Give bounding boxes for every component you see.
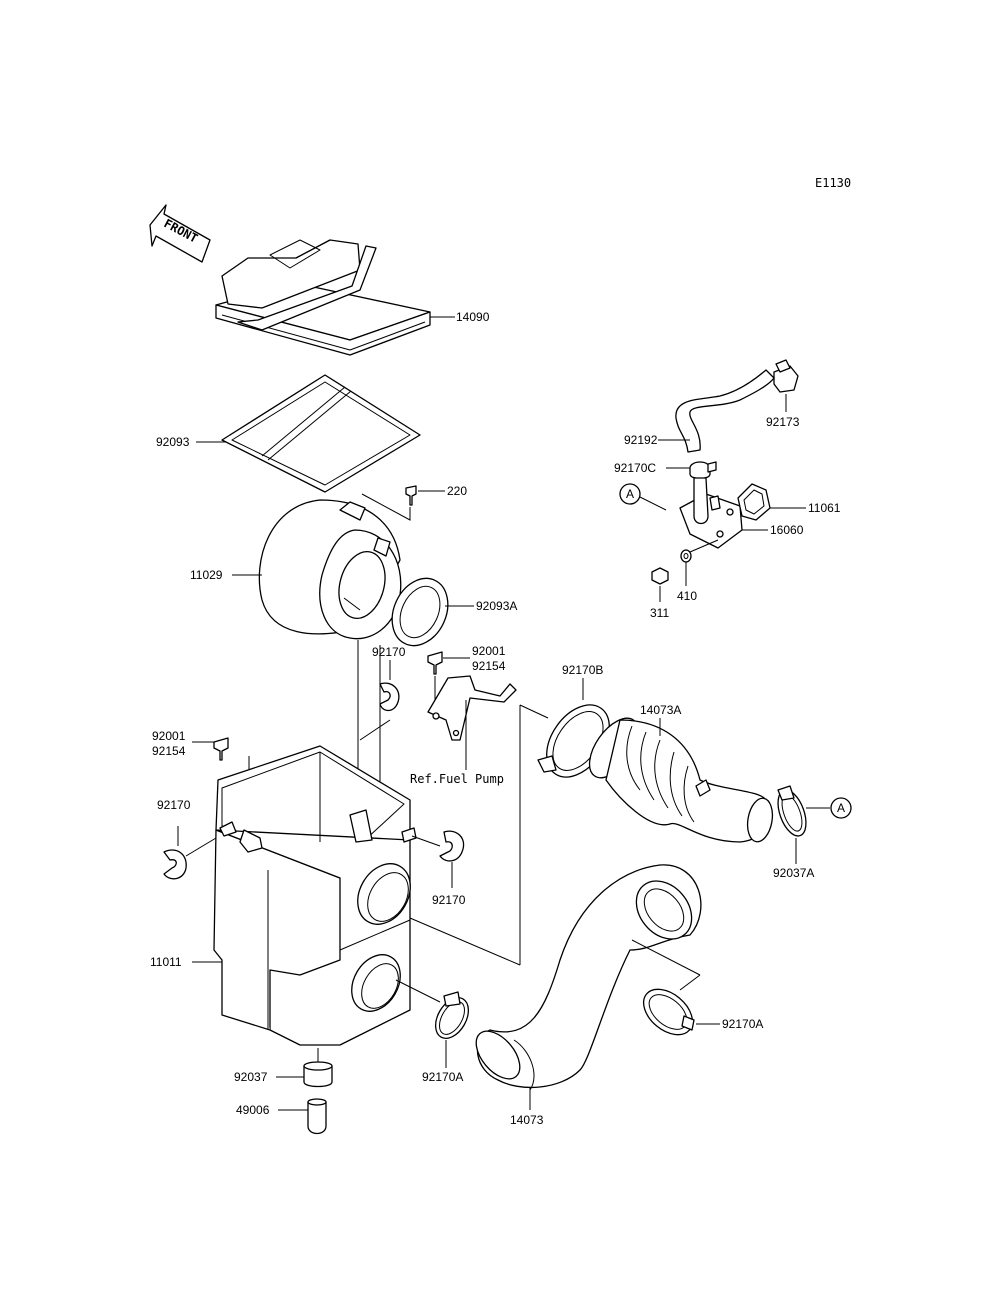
- ref-fuel-pump-label: Ref.Fuel Pump: [410, 772, 504, 786]
- duct-14073A-part: [588, 717, 774, 843]
- callout-92001-right: 92001: [472, 644, 506, 658]
- clip-92170-left-part: [163, 849, 187, 880]
- callout-16060: 16060: [770, 523, 804, 537]
- cap-92037-part: [303, 1061, 333, 1088]
- bolt-92001-left-part: [213, 737, 229, 761]
- callout-311: 311: [650, 606, 669, 620]
- callout-11029: 11029: [190, 568, 223, 582]
- svg-text:A: A: [837, 801, 845, 815]
- gasket-11061-part: [737, 483, 771, 521]
- tube-49006-part: [307, 1098, 327, 1135]
- callout-92093A: 92093A: [476, 599, 517, 613]
- callout-410: 410: [677, 589, 697, 603]
- clip-92170C-part: [689, 461, 717, 480]
- callout-92192: 92192: [624, 433, 658, 447]
- clip-92170-right-part: [439, 830, 465, 862]
- screw-220-part: [405, 485, 417, 506]
- callout-92093: 92093: [156, 435, 190, 449]
- callout-92170-left: 92170: [157, 798, 191, 812]
- callout-14090: 14090: [456, 310, 490, 324]
- front-arrow-icon: FRONT: [149, 204, 211, 263]
- callout-11061: 11061: [808, 501, 841, 515]
- marker-a-right: A: [830, 797, 852, 819]
- callout-92170-right: 92170: [432, 893, 466, 907]
- callout-92170B: 92170B: [562, 663, 603, 677]
- callout-92173: 92173: [766, 415, 800, 429]
- callout-49006: 49006: [236, 1103, 270, 1117]
- nut-311-part: [651, 567, 669, 585]
- callout-92037A: 92037A: [773, 866, 814, 880]
- callout-11011: 11011: [150, 955, 182, 969]
- washer-410-part: [680, 549, 692, 563]
- bolt-92001-right-part: [427, 651, 443, 675]
- duct-14073-part: [475, 864, 702, 1091]
- callout-92170A-left: 92170A: [422, 1070, 463, 1084]
- callout-220: 220: [447, 484, 467, 498]
- svg-text:A: A: [626, 487, 634, 501]
- clamp-92170A-right-part: [642, 988, 695, 1036]
- callout-92170-upper: 92170: [372, 645, 406, 659]
- callout-92154-right: 92154: [472, 659, 506, 673]
- air-filter-element-part: [258, 499, 402, 640]
- clamp-92170A-left-part: [434, 991, 470, 1039]
- clip-92173-part: [773, 359, 799, 393]
- ring-92093A-part: [391, 577, 449, 647]
- fitting-16060-part: [679, 477, 743, 549]
- air-box-housing-part: [213, 745, 417, 1046]
- callout-92170C: 92170C: [614, 461, 656, 475]
- fuel-pump-bracket-part: [427, 675, 517, 741]
- filter-gasket-part: [221, 374, 421, 493]
- hose-92192-part: [675, 369, 775, 453]
- marker-a-top: A: [619, 483, 641, 505]
- air-filter-cover-part: [215, 239, 431, 356]
- callout-92170A-right: 92170A: [722, 1017, 763, 1031]
- callout-92154-left: 92154: [152, 744, 186, 758]
- callout-14073A: 14073A: [640, 703, 681, 717]
- callout-14073: 14073: [510, 1113, 544, 1127]
- clip-92170-upper-part: [379, 682, 400, 712]
- clamp-92037A-part: [777, 785, 807, 837]
- callout-92037: 92037: [234, 1070, 268, 1084]
- callout-92001-left: 92001: [152, 729, 186, 743]
- diagram-code: E1130: [815, 176, 851, 190]
